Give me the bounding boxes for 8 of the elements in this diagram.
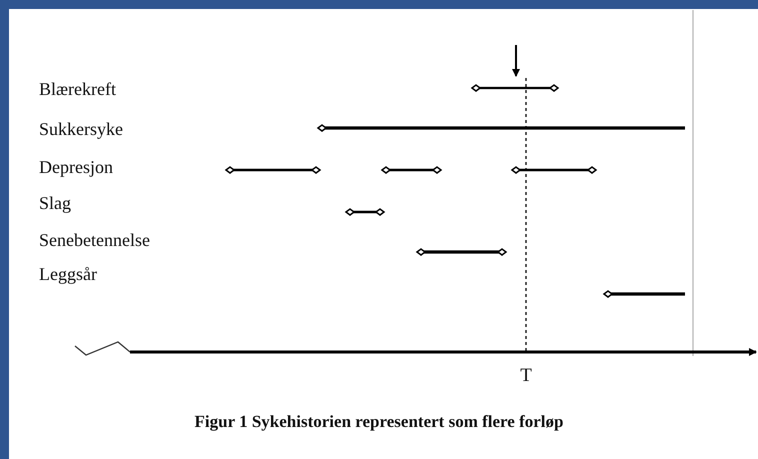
row-label: Slag xyxy=(39,193,72,213)
row-label: Sukkersyke xyxy=(39,119,123,139)
row-label: Senebetennelse xyxy=(39,230,150,250)
row-label: Depresjon xyxy=(39,157,113,177)
row-label: Blærekreft xyxy=(39,79,116,99)
row-label: Leggsår xyxy=(39,264,97,284)
axis-label: T xyxy=(520,366,532,386)
figure-caption: Figur 1 Sykehistorien representert som flere forløp xyxy=(194,412,564,432)
